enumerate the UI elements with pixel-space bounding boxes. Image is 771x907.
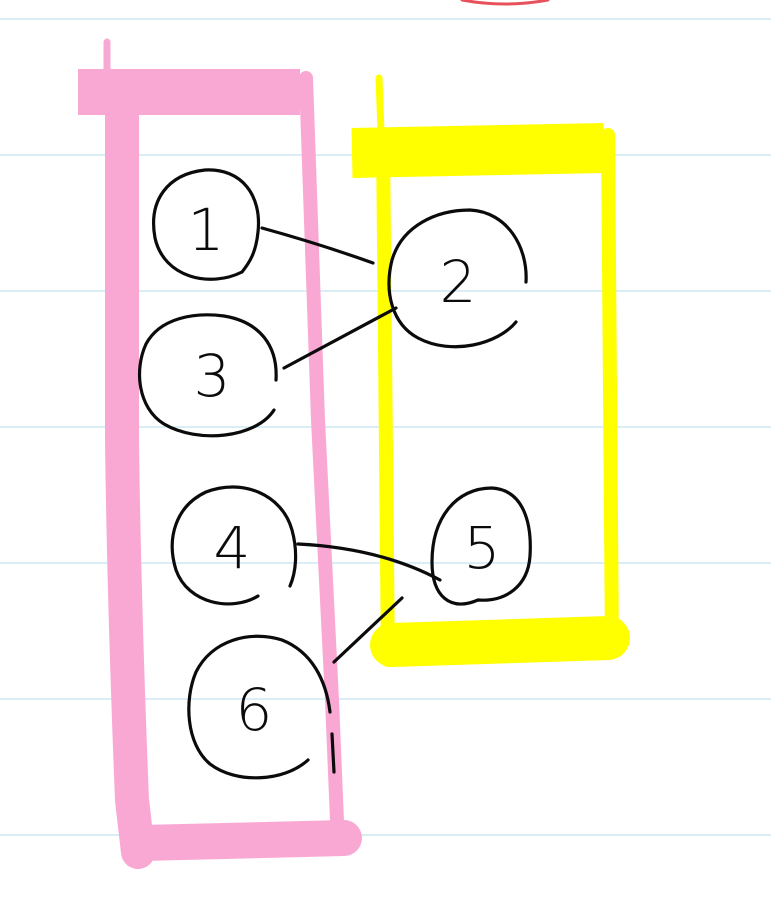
group-left-right-edge — [299, 71, 345, 852]
edge-1-2 — [260, 226, 375, 265]
group-right-right-edge — [601, 128, 619, 657]
group-left-left-edge — [105, 93, 155, 869]
group-right-handle — [375, 74, 385, 136]
group-right-bottom-bar — [370, 616, 630, 667]
node-5: 5 — [430, 486, 532, 606]
node-4-label: 4 — [214, 514, 251, 582]
node-1-label: 1 — [188, 196, 225, 264]
node-6: 6 — [187, 634, 336, 780]
node-4: 4 — [170, 485, 298, 606]
node-4-circle — [170, 485, 298, 606]
node-1-circle — [152, 168, 261, 281]
node-5-label: 5 — [464, 514, 501, 582]
node-6-stroke-tail — [330, 732, 336, 774]
node-3-circle — [138, 313, 278, 438]
top-red-mark — [460, 0, 550, 6]
nodes: 1 2 3 4 5 6 — [138, 168, 532, 780]
node-2-circle — [387, 208, 528, 349]
edges — [260, 226, 442, 664]
group-right-box — [351, 74, 630, 667]
edge-4-5 — [296, 542, 442, 582]
node-6-circle — [187, 634, 332, 780]
node-2-label: 2 — [440, 248, 477, 316]
node-5-circle — [430, 486, 532, 606]
group-left-bottom-bar — [124, 820, 362, 861]
node-6-label: 6 — [236, 676, 273, 744]
edge-6-5 — [332, 596, 404, 664]
node-3-label: 3 — [194, 342, 231, 410]
edge-3-2 — [282, 306, 398, 370]
node-2: 2 — [387, 208, 528, 349]
group-left-box — [78, 38, 362, 869]
group-right-left-edge — [376, 133, 395, 667]
node-3: 3 — [138, 313, 278, 438]
node-1: 1 — [152, 168, 261, 281]
group-right-header-bar — [351, 123, 605, 178]
